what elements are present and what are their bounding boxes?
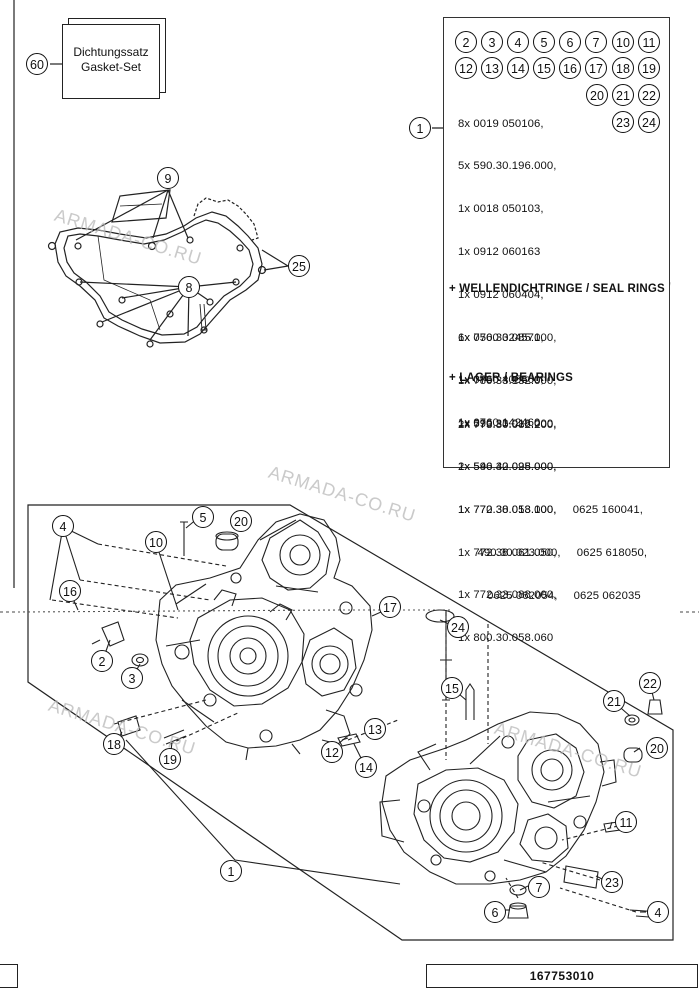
callout-5[interactable]: 5 [192, 506, 214, 528]
callout-23[interactable]: 23 [601, 871, 623, 893]
callout-4[interactable]: 4 [52, 515, 74, 537]
kit-ref-23[interactable]: 23 [612, 111, 634, 133]
callout-21[interactable]: 21 [603, 690, 625, 712]
kit-part-line: 1x 590.40.028.000, [458, 460, 557, 473]
kit-ref-22[interactable]: 22 [638, 84, 660, 106]
kit-ref-19[interactable]: 19 [638, 57, 660, 79]
callout-7[interactable]: 7 [528, 876, 550, 898]
kit-ref-4[interactable]: 4 [507, 31, 529, 53]
crankcase-drawing [0, 504, 699, 941]
callout-22[interactable]: 22 [639, 672, 661, 694]
callout-9[interactable]: 9 [157, 167, 179, 189]
kit-ref-2[interactable]: 2 [455, 31, 477, 53]
bearing-line: 2x 773.30.082.200, [458, 418, 557, 431]
kit-part-line: 1x 772.33.088.000, [458, 589, 557, 602]
kit-part-line: 1x 0018 050103, [458, 203, 544, 216]
kit-ref-16[interactable]: 16 [559, 57, 581, 79]
kit-part-line: 5x 590.30.196.000, [458, 160, 557, 173]
kit-ref-3[interactable]: 3 [481, 31, 503, 53]
callout-8[interactable]: 8 [178, 276, 200, 298]
callout-19[interactable]: 19 [159, 748, 181, 770]
kit-ref-17[interactable]: 17 [585, 57, 607, 79]
kit-ref-11[interactable]: 11 [638, 31, 660, 53]
kit-ref-5[interactable]: 5 [533, 31, 555, 53]
kit-ref-18[interactable]: 18 [612, 57, 634, 79]
callout-14[interactable]: 14 [355, 756, 377, 778]
bearings-header: + LAGER / BEARINGS [449, 372, 574, 384]
kit-part-line: 1x 772.38.061.050, [458, 546, 557, 559]
kit-part-line: 1x 0912 060163 [458, 246, 541, 259]
callout-13[interactable]: 13 [364, 718, 386, 740]
callout-20[interactable]: 20 [230, 510, 252, 532]
kit-ref-24[interactable]: 24 [638, 111, 660, 133]
kit-part-line: 1x 590.33.018.000, [458, 417, 557, 430]
bearing-line: 0625 062054, 0625 062035 [458, 590, 641, 603]
kit-callout-1[interactable]: 1 [409, 117, 431, 139]
kit-ref-10[interactable]: 10 [612, 31, 634, 53]
bearing-line: 490.30.023.000, 0625 618050, [458, 547, 648, 560]
kit-ref-21[interactable]: 21 [612, 84, 634, 106]
seal-rings-list: 1x 0760 324571, 1x 0760 405560, 1x 0760 … [458, 302, 544, 445]
kit-part-line: 1x 800.30.058.060 [458, 632, 554, 645]
bearings-list: 2x 773.30.082.200, 2x 546.32.095.000, 1x… [458, 389, 647, 618]
kit-ref-12[interactable]: 12 [455, 57, 477, 79]
kit-ref-15[interactable]: 15 [533, 57, 555, 79]
callout-15[interactable]: 15 [441, 677, 463, 699]
kit-part-line: 1x 770.38.013.100, [458, 503, 557, 516]
left-footer-box [0, 964, 18, 988]
seal-rings-header: + WELLENDICHTRINGE / SEAL RINGS [449, 283, 665, 295]
callout-6[interactable]: 6 [484, 901, 506, 923]
seal-ring-line: 1x 0760 324571, [458, 331, 544, 344]
bearing-line: 2x 546.32.095.000, [458, 461, 557, 474]
callout-20-right[interactable]: 20 [646, 737, 668, 759]
drawing-number: 167753010 [529, 969, 595, 983]
callout-1[interactable]: 1 [220, 860, 242, 882]
kit-part-line: 6x 750.30.085.000, [458, 332, 557, 345]
callout-24[interactable]: 24 [447, 616, 469, 638]
kit-part-list: 8x 0019 050106, 5x 590.30.196.000, 1x 00… [458, 88, 557, 660]
callout-17[interactable]: 17 [379, 596, 401, 618]
callout-11[interactable]: 11 [615, 811, 637, 833]
seal-ring-line: 1x 0760 405560, [458, 374, 544, 387]
kit-part-line: 1x 780.33.132.000, [458, 374, 557, 387]
callout-16[interactable]: 16 [59, 580, 81, 602]
kit-ref-14[interactable]: 14 [507, 57, 529, 79]
drawing-number-box: 167753010 [426, 964, 698, 988]
callout-25[interactable]: 25 [288, 255, 310, 277]
callout-12[interactable]: 12 [321, 741, 343, 763]
kit-ref-13[interactable]: 13 [481, 57, 503, 79]
kit-ref-7[interactable]: 7 [585, 31, 607, 53]
callout-60[interactable]: 60 [26, 53, 48, 75]
callout-3[interactable]: 3 [121, 667, 143, 689]
callout-10[interactable]: 10 [145, 531, 167, 553]
gasket-set-box: Dichtungssatz Gasket-Set [62, 24, 160, 99]
kit-ref-20[interactable]: 20 [586, 84, 608, 106]
gasket-set-label-en: Gasket-Set [80, 60, 142, 74]
gasket-set-label-de: Dichtungssatz [73, 45, 149, 59]
bearing-line: 1x 772.30.058.000, 0625 160041, [458, 504, 644, 517]
kit-part-line: 1x 0912 060404, [458, 289, 544, 302]
callout-18[interactable]: 18 [103, 733, 125, 755]
kit-ref-6[interactable]: 6 [559, 31, 581, 53]
seal-ring-line: 1x 0760 142460 [458, 417, 541, 430]
callout-4-right[interactable]: 4 [647, 901, 669, 923]
kit-part-line: 8x 0019 050106, [458, 117, 544, 130]
callout-2[interactable]: 2 [91, 650, 113, 672]
